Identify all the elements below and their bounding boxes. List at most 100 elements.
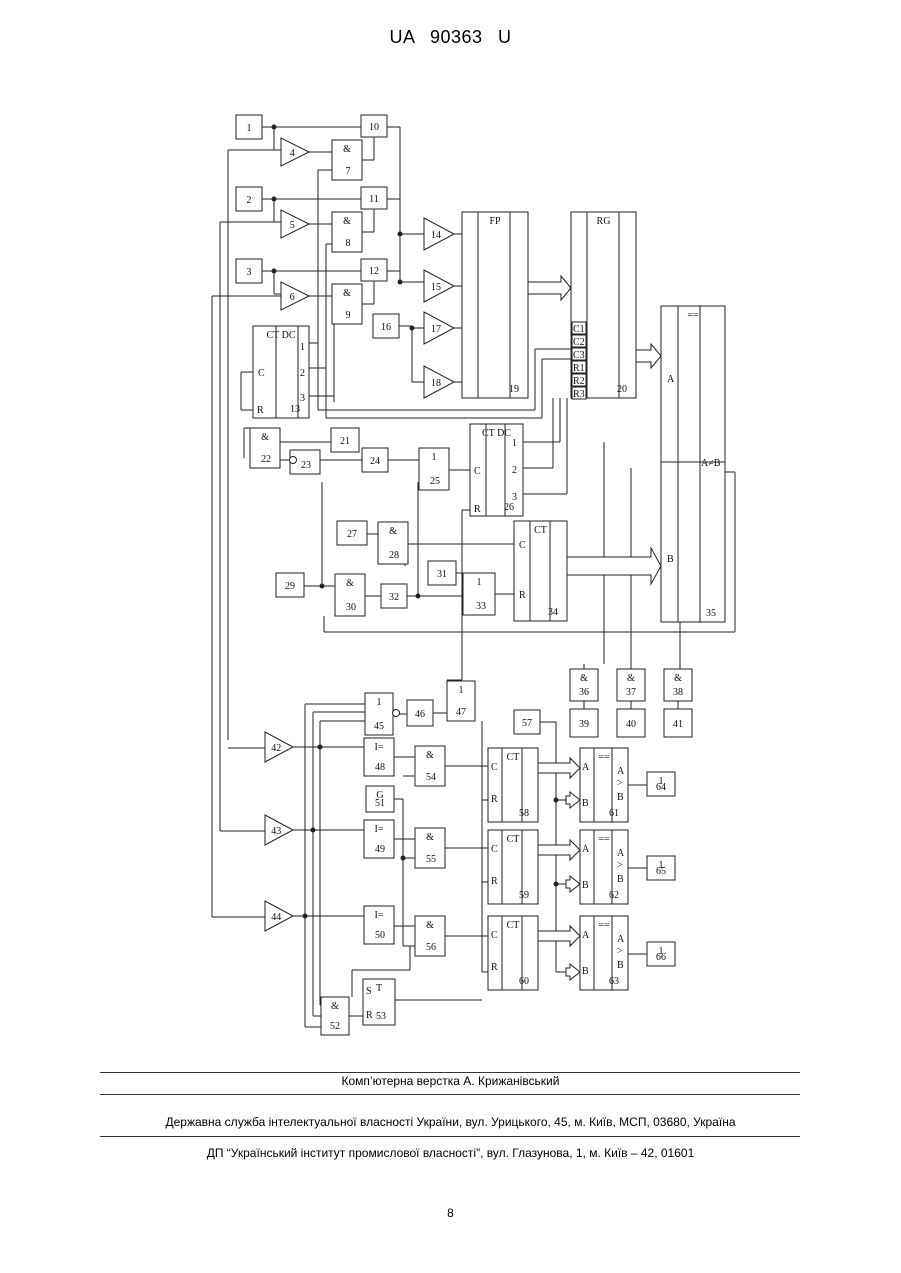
block-number-12: 12 xyxy=(369,266,379,277)
block-36-function: & xyxy=(580,673,588,684)
pin-60-r: R xyxy=(491,962,498,973)
bus-58-to-cmp xyxy=(538,758,580,778)
amplifier-6 xyxy=(281,282,309,310)
block-number-26: 26 xyxy=(504,502,514,513)
block-number-16: 16 xyxy=(381,322,391,333)
pin-62-out-b: B xyxy=(617,874,624,885)
block-number-46: 46 xyxy=(415,709,425,720)
block-59-function: CT xyxy=(507,834,520,845)
block-number-23: 23 xyxy=(301,460,311,471)
block-20-function: RG xyxy=(597,216,611,227)
block-number-6: 6 xyxy=(290,292,295,303)
footer-office-address: Державна служба інтелектуальної власност… xyxy=(0,1115,901,1129)
pin-62-out-a: A xyxy=(617,848,625,859)
block-number-4: 4 xyxy=(290,148,295,159)
block-63-function: == xyxy=(598,920,610,931)
pin-20-c3: C3 xyxy=(573,350,585,361)
block-number-28: 28 xyxy=(389,550,399,561)
block-number-63: 63 xyxy=(609,976,619,987)
inverter-bubble xyxy=(393,710,400,717)
block-34-function: CT xyxy=(534,525,547,536)
block-number-24: 24 xyxy=(370,456,380,467)
block-35-function: == xyxy=(687,310,699,321)
pin-63-out-b: B xyxy=(617,960,624,971)
block-48-function: I= xyxy=(375,742,384,753)
pin-62-gt: > xyxy=(617,860,623,871)
block-number-41: 41 xyxy=(673,719,683,730)
block-number-58: 58 xyxy=(519,808,529,819)
block-number-43: 43 xyxy=(271,826,281,837)
pin-61-out-b: B xyxy=(617,792,624,803)
block-number-60: 60 xyxy=(519,976,529,987)
pin-34-c: C xyxy=(519,540,526,551)
block-number-42: 42 xyxy=(271,743,281,754)
block-number-19: 19 xyxy=(509,384,519,395)
junction-dot xyxy=(398,232,402,236)
pin-59-r: R xyxy=(491,876,498,887)
block-number-30: 30 xyxy=(346,602,356,613)
block-number-25: 25 xyxy=(430,476,440,487)
block-58-function: CT xyxy=(507,752,520,763)
block-number-45: 45 xyxy=(374,721,384,732)
pin-53-r: R xyxy=(366,1010,373,1021)
block-number-59: 59 xyxy=(519,890,529,901)
pin-63-a: A xyxy=(582,930,590,941)
junction-dot xyxy=(272,197,276,201)
bus-ref-to-cmp-2 xyxy=(566,964,580,980)
pin-63-gt: > xyxy=(617,946,623,957)
pin-26-3: 3 xyxy=(512,492,517,503)
pin-20-r1: R1 xyxy=(573,363,585,374)
bus-60-to-cmp xyxy=(538,926,580,946)
block-37-function: & xyxy=(627,673,635,684)
block-34 xyxy=(514,521,567,621)
pin-58-r: R xyxy=(491,794,498,805)
pin-61-a: A xyxy=(582,762,590,773)
block-19 xyxy=(462,212,528,398)
block-7-function: & xyxy=(343,144,351,155)
block-number-66: 66 xyxy=(656,952,666,963)
junction-dot xyxy=(311,828,315,832)
pin-26-c: C xyxy=(474,466,481,477)
block-9-function: & xyxy=(343,288,351,299)
block-26-function: CT DC xyxy=(482,428,511,439)
footer-rule-middle xyxy=(100,1094,800,1095)
pin-26-r: R xyxy=(474,504,481,515)
block-number-34: 34 xyxy=(548,607,558,618)
block-number-22: 22 xyxy=(261,454,271,465)
block-number-52: 52 xyxy=(330,1021,340,1032)
block-number-54: 54 xyxy=(426,772,436,783)
block-8-function: & xyxy=(343,216,351,227)
block-number-57: 57 xyxy=(522,718,532,729)
block-number-7: 7 xyxy=(346,166,351,177)
block-number-29: 29 xyxy=(285,581,295,592)
block-54-function: & xyxy=(426,750,434,761)
block-number-20: 20 xyxy=(617,384,627,395)
block-45-function: 1 xyxy=(377,697,382,708)
pin-62-b: B xyxy=(582,880,589,891)
pin-34-r: R xyxy=(519,590,526,601)
pin-59-c: C xyxy=(491,844,498,855)
footer-institute-address: ДП “Український інститут промислової вла… xyxy=(0,1146,901,1160)
block-number-15: 15 xyxy=(431,282,441,293)
inverter-bubble xyxy=(290,457,297,464)
bus-34-to-35 xyxy=(567,548,661,584)
block-55-function: & xyxy=(426,832,434,843)
block-22-function: & xyxy=(261,432,269,443)
junction-dot xyxy=(398,280,402,284)
block-number-35: 35 xyxy=(706,608,716,619)
block-number-40: 40 xyxy=(626,719,636,730)
pin-35-a: A xyxy=(667,374,675,385)
pin-26-2: 2 xyxy=(512,465,517,476)
block-number-51: 51 xyxy=(375,798,385,809)
block-50-function: I= xyxy=(375,910,384,921)
block-number-32: 32 xyxy=(389,592,399,603)
junction-dot xyxy=(410,326,414,330)
junction-dot xyxy=(416,594,420,598)
block-28-function: & xyxy=(389,526,397,537)
pin-13-c: C xyxy=(258,368,265,379)
block-number-1: 1 xyxy=(247,123,252,134)
block-number-9: 9 xyxy=(346,310,351,321)
amplifier-4 xyxy=(281,138,309,166)
block-number-5: 5 xyxy=(290,220,295,231)
junction-dot xyxy=(318,745,322,749)
